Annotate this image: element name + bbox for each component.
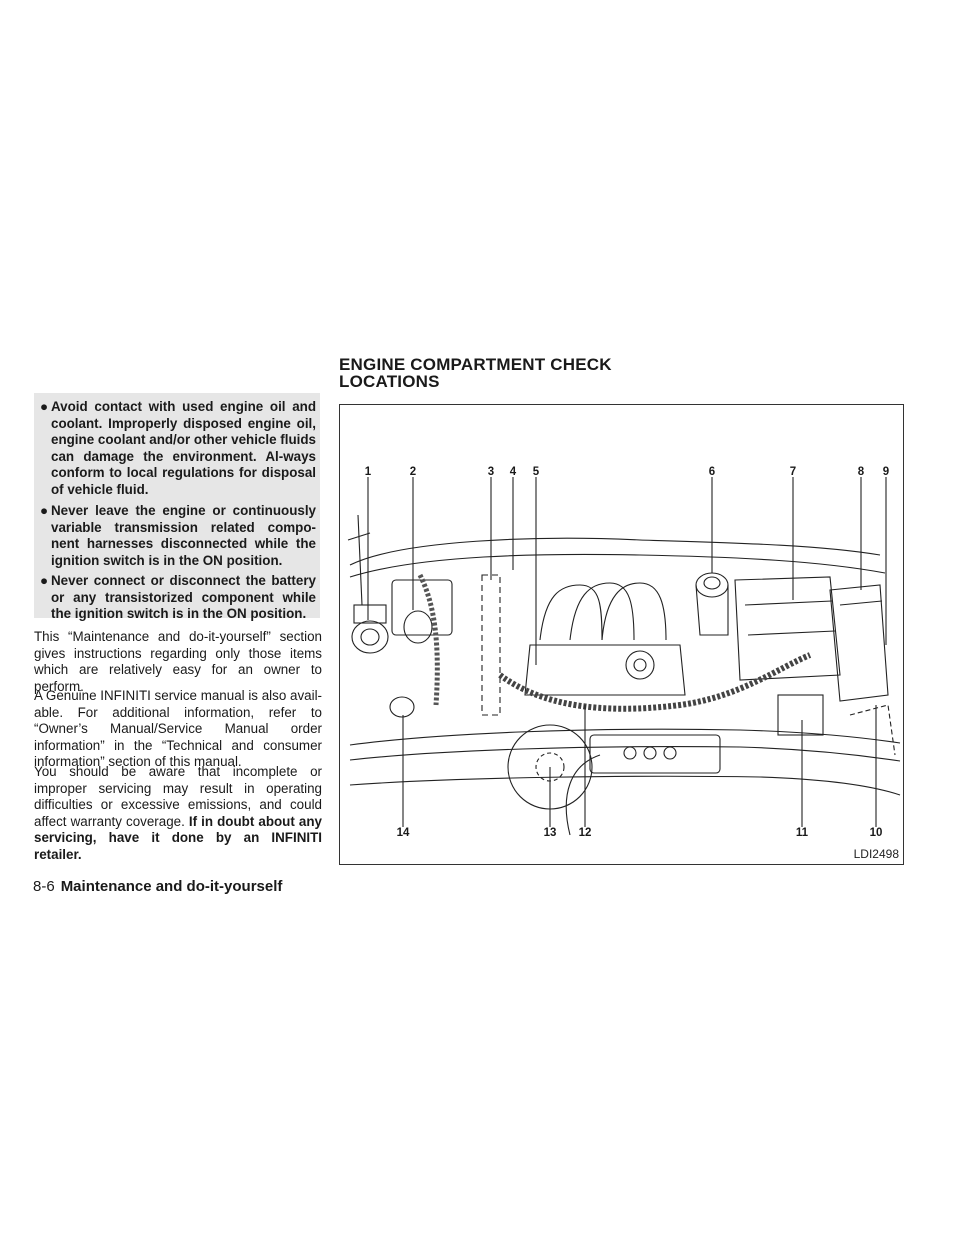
- callout-9: 9: [882, 466, 890, 478]
- body-paragraph-intro: This “Maintenance and do-it-yourself” se…: [34, 629, 322, 694]
- callout-1: 1: [364, 466, 372, 478]
- callout-10: 10: [869, 827, 883, 839]
- callout-2: 2: [409, 466, 417, 478]
- warning-box: [34, 393, 320, 618]
- callout-14: 14: [396, 827, 410, 839]
- callout-11: 11: [795, 827, 809, 839]
- callout-5: 5: [532, 466, 540, 478]
- callout-12: 12: [578, 827, 592, 839]
- warning-bullet-1: ● Avoid contact with used engine oil and…: [40, 399, 316, 498]
- bullet-icon: ●: [40, 573, 49, 588]
- bullet-icon: ●: [40, 399, 49, 414]
- body-emphasis: If in doubt about any servicing, have it…: [34, 813, 322, 862]
- warning-bullet-2: ● Never leave the engine or continuously…: [40, 503, 316, 569]
- warning-bullet-3: ● Never connect or disconnect the batter…: [40, 573, 316, 623]
- warning-text: Avoid contact with used engine oil and c…: [51, 399, 316, 497]
- section-title-line1: ENGINE COMPARTMENT CHECK: [339, 355, 612, 374]
- section-title: ENGINE COMPARTMENT CHECK LOCATIONS: [339, 356, 612, 390]
- callout-13: 13: [543, 827, 557, 839]
- callout-7: 7: [789, 466, 797, 478]
- body-text: You should be aware that incomplete or i…: [34, 764, 322, 829]
- callout-4: 4: [509, 466, 517, 478]
- engine-illustration: [347, 477, 901, 836]
- body-paragraph-service-manual: A Genuine INFINITI service manual is als…: [34, 688, 323, 769]
- warning-text: Never leave the engine or continuously v…: [51, 503, 316, 568]
- bullet-icon: ●: [40, 503, 49, 518]
- callout-8: 8: [857, 466, 865, 478]
- figure-id: LDI2498: [853, 847, 899, 861]
- callout-6: 6: [708, 466, 716, 478]
- page-number: 8-6: [33, 878, 55, 895]
- callout-3: 3: [487, 466, 495, 478]
- footer-section-name: Maintenance and do-it-yourself: [60, 878, 283, 895]
- body-paragraph-warning: You should be aware that incomplete or i…: [34, 764, 322, 863]
- page-footer: 8-6 Maintenance and do-it-yourself: [33, 879, 282, 895]
- engine-compartment-figure: 1 2 3 4 5 6 7 8 9 14 13 12 11 10 LDI2498: [339, 404, 904, 865]
- section-title-line2: LOCATIONS: [339, 372, 440, 391]
- warning-text: Never connect or disconnect the battery …: [51, 573, 316, 621]
